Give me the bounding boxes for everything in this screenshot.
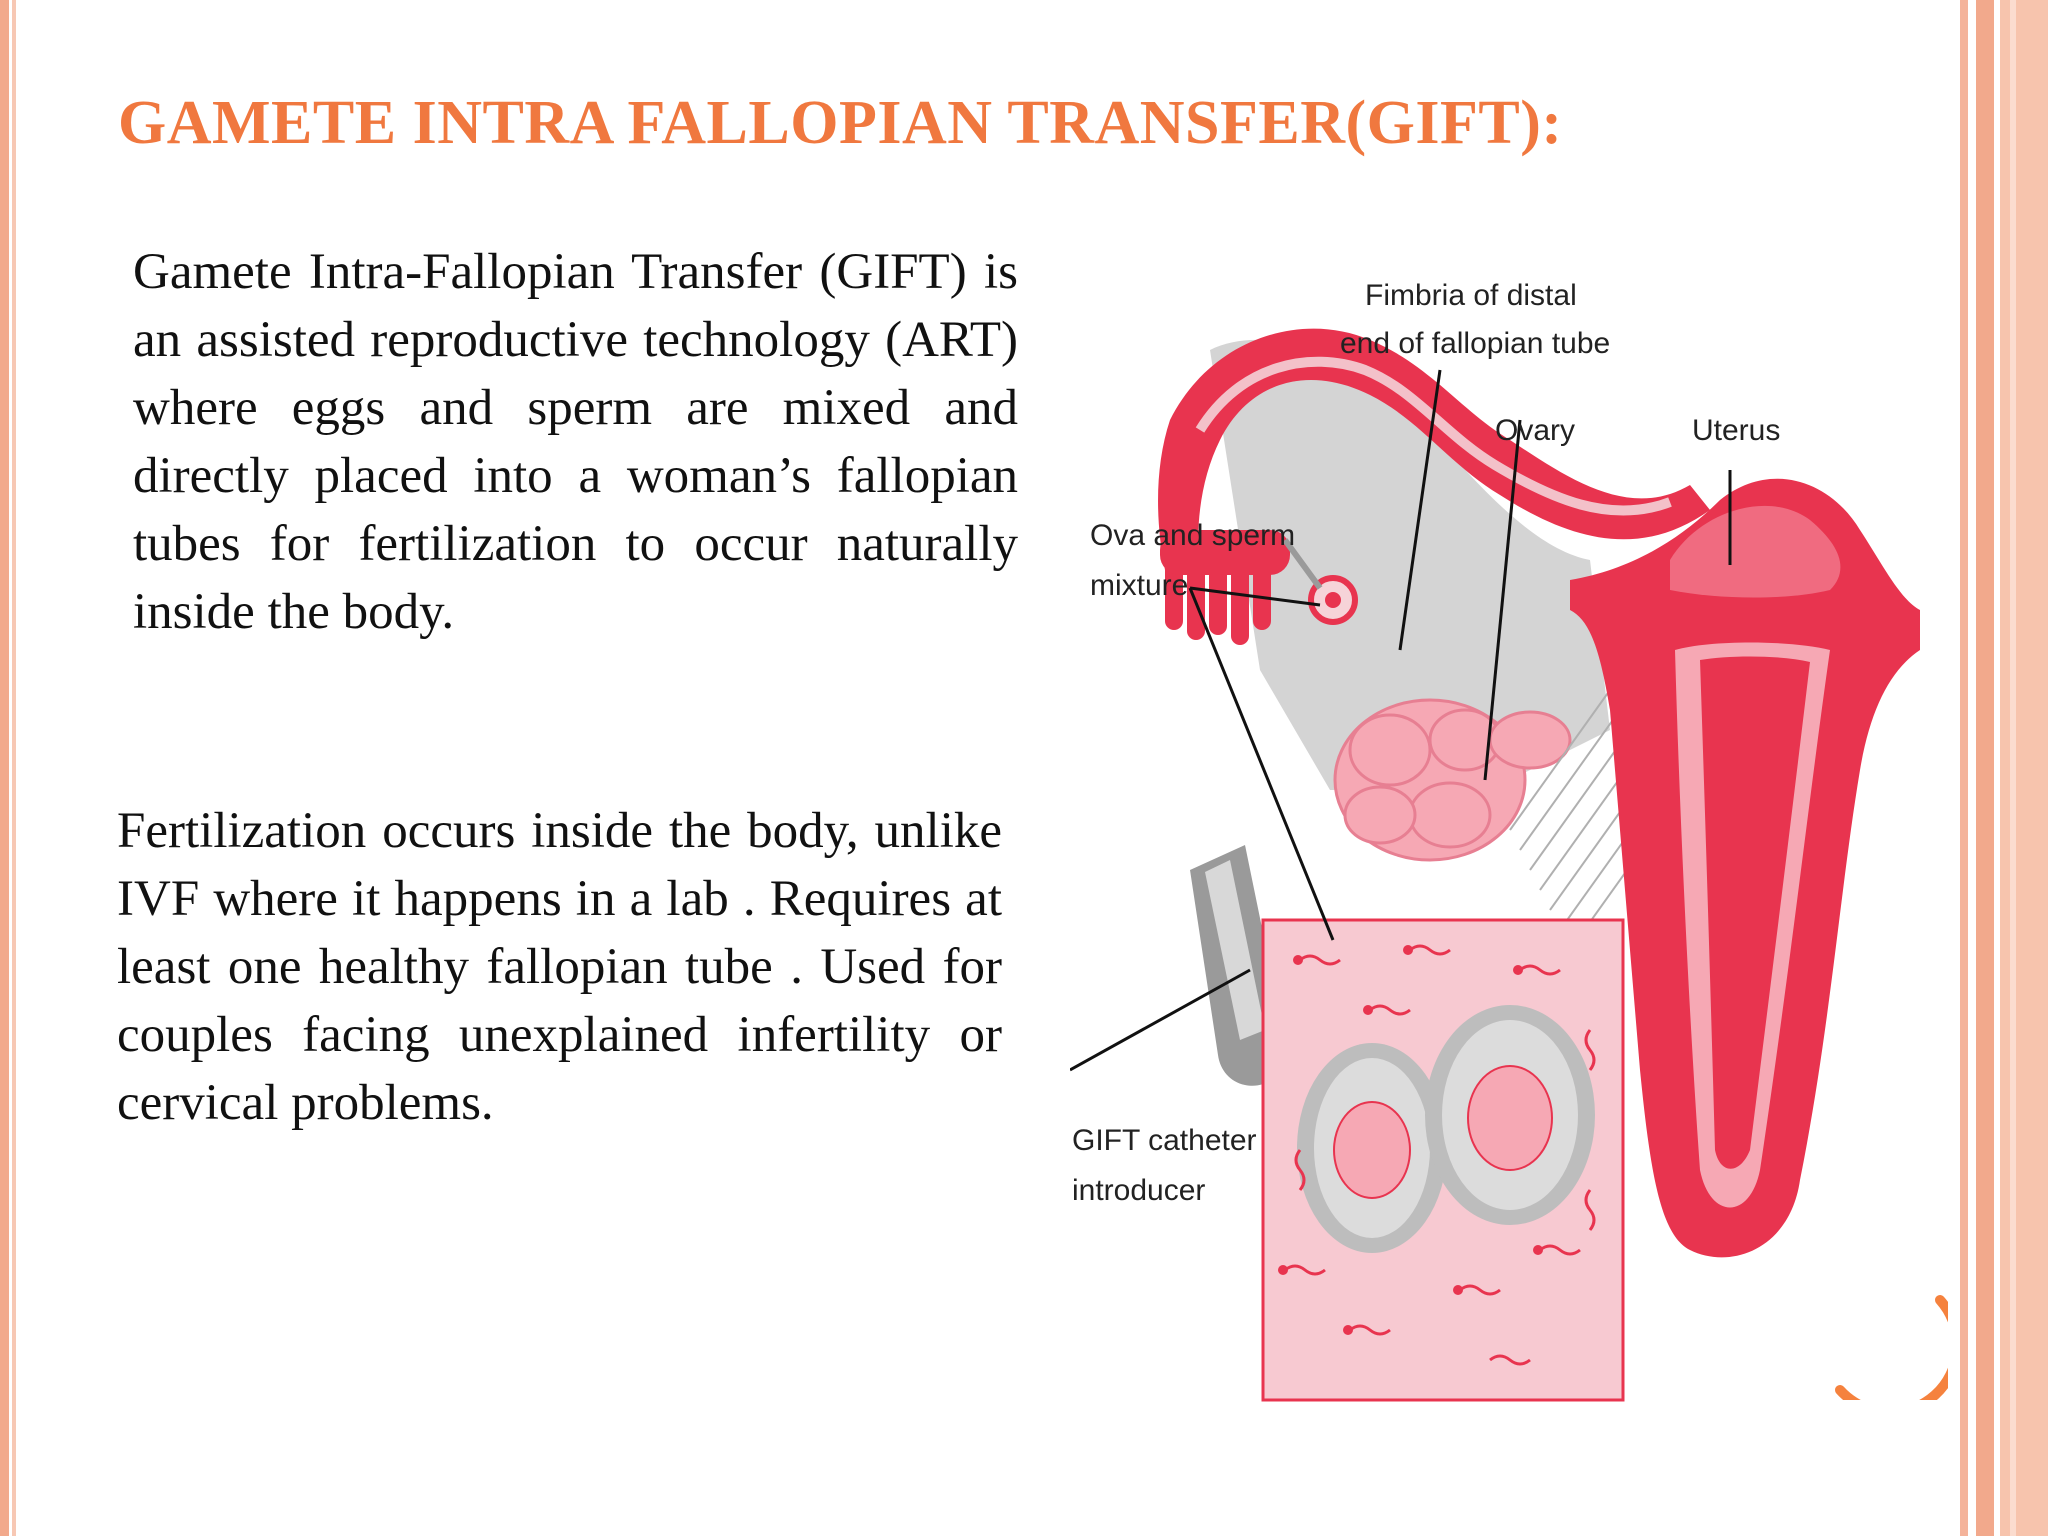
label-fimbria-line2: end of fallopian tube bbox=[1340, 327, 1610, 360]
fallopian-tube bbox=[1158, 328, 1710, 570]
left-border-stripe-inner bbox=[12, 0, 16, 1536]
paragraph-definition: Gamete Intra-Fallopian Transfer (GIFT) i… bbox=[133, 244, 1018, 640]
right-border-stripe-inner bbox=[1960, 0, 1968, 1536]
label-ova-line1: Ova and sperm bbox=[1090, 519, 1295, 552]
right-border-stripe bbox=[1976, 0, 1994, 1536]
pelvic-background bbox=[1210, 339, 1610, 790]
label-uterus: Uterus bbox=[1692, 414, 1780, 447]
slide-number-circle bbox=[1835, 1295, 1948, 1400]
label-catheter-line1: GIFT catheter bbox=[1072, 1124, 1257, 1157]
slide-title: GAMETE INTRA FALLOPIAN TRANSFER(GIFT): bbox=[118, 89, 1563, 157]
gift-diagram: Fimbria of distal end of fallopian tube … bbox=[1070, 279, 1920, 1402]
paragraph-details: Fertilization occurs inside the body, un… bbox=[117, 803, 1002, 1131]
left-border-stripe bbox=[0, 0, 9, 1536]
uterine-cavity bbox=[1700, 656, 1810, 1169]
ovary bbox=[1333, 698, 1572, 862]
right-border-band bbox=[2000, 0, 2048, 1536]
label-catheter-line2: introducer bbox=[1072, 1174, 1205, 1207]
label-leader-lines bbox=[1070, 369, 1732, 1072]
uterus-fundus bbox=[1670, 505, 1841, 598]
label-ova-line2: mixture bbox=[1090, 569, 1188, 602]
tube-lumen bbox=[1195, 356, 1672, 516]
ova-sperm-mixture-site bbox=[1282, 538, 1358, 625]
magnified-inset bbox=[1261, 918, 1625, 1402]
label-ovary: Ovary bbox=[1495, 414, 1575, 447]
right-border-highlight bbox=[2010, 0, 2016, 1536]
label-fimbria-line1: Fimbria of distal bbox=[1365, 279, 1577, 312]
